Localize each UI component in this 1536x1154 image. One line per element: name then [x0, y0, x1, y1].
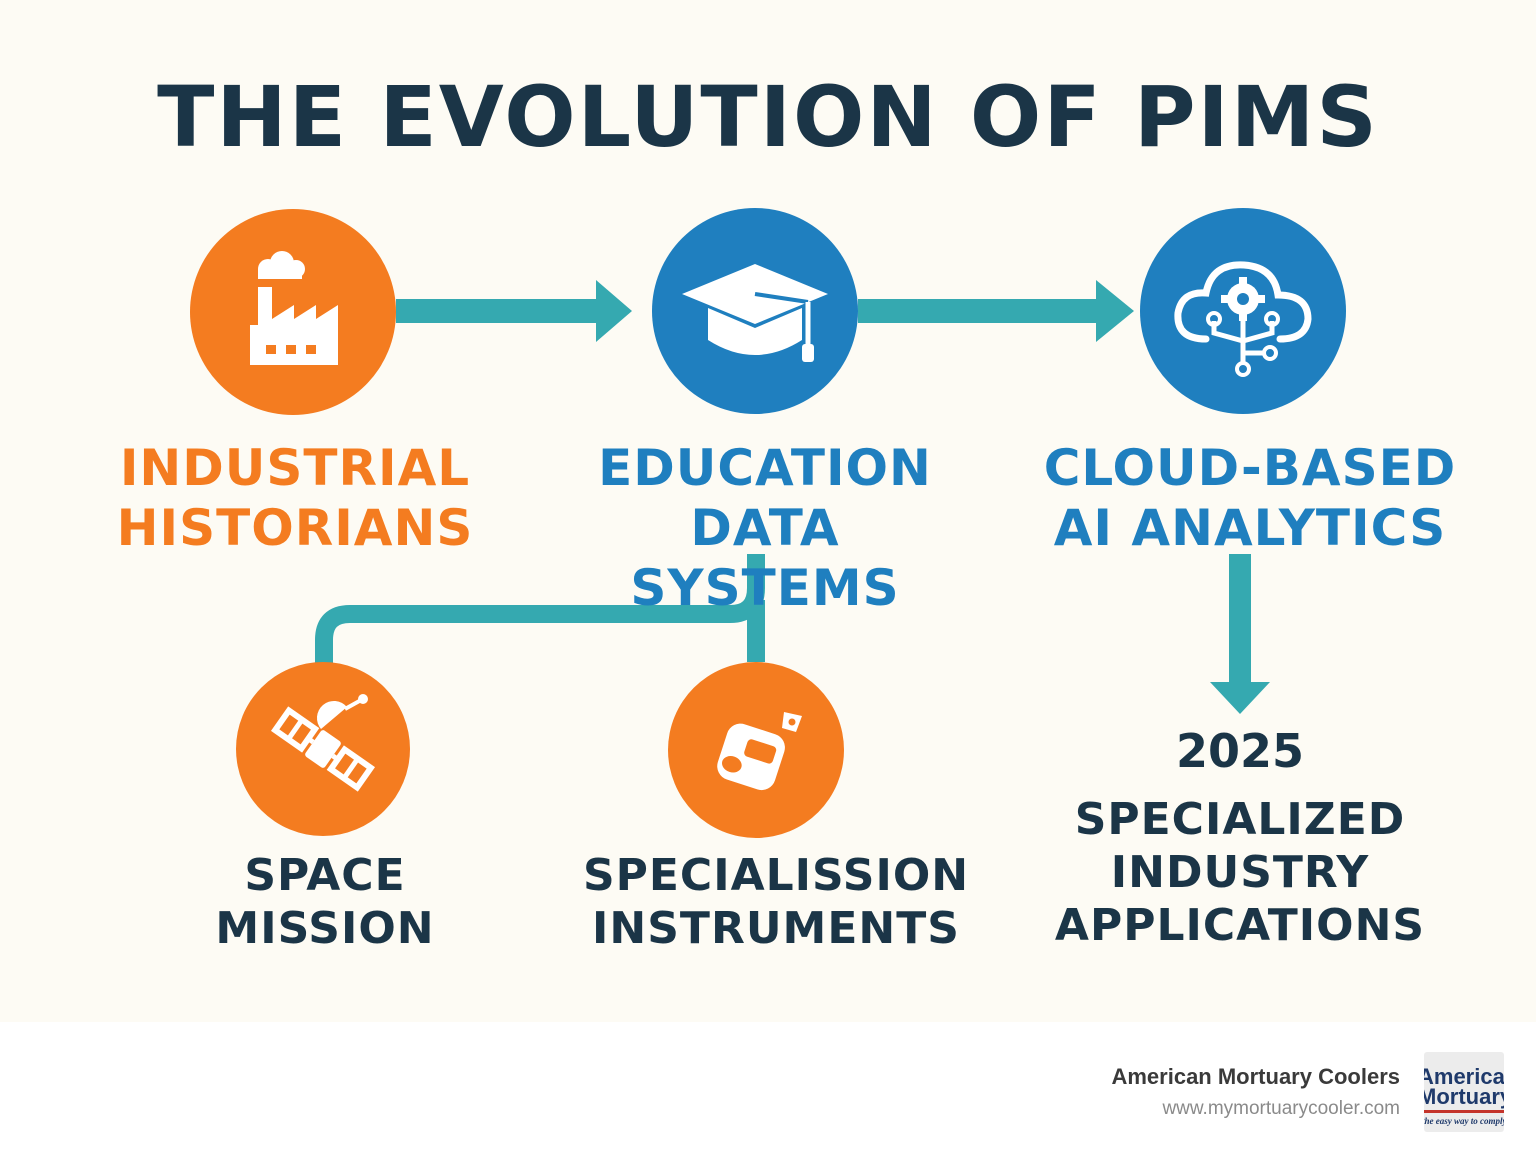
branch-instruments-label: SPECIALISSION INSTRUMENTS	[582, 850, 970, 954]
branch-line-space	[315, 554, 765, 664]
branch-instruments-node	[668, 662, 844, 838]
stage-education-node	[652, 208, 858, 414]
branch-space-label: SPACE MISSION	[215, 850, 435, 954]
arrowhead-1	[596, 280, 632, 342]
factory-icon	[250, 251, 338, 365]
branch-space-node	[236, 662, 410, 836]
page-title: THE EVOLUTION OF PIMS	[157, 68, 1379, 166]
arrowhead-2	[1096, 280, 1134, 342]
graduation-cap-icon	[682, 264, 828, 362]
future-year: 2025	[1175, 724, 1305, 778]
stage-cloud-node	[1140, 208, 1346, 414]
logo-divider	[1424, 1110, 1504, 1113]
stage-industrial-label: INDUSTRIAL HISTORIANS	[116, 439, 474, 557]
footer-company-name: American Mortuary Coolers	[1111, 1064, 1400, 1089]
future-label: SPECIALIZED INDUSTRY APPLICATIONS	[1054, 794, 1426, 951]
connector-lines	[315, 280, 1270, 714]
infographic-canvas: THE EVOLUTION OF PIMS INDUSTRIAL HISTORI…	[0, 0, 1536, 1022]
satellite-icon	[270, 694, 376, 792]
stage-industrial-node	[190, 209, 396, 415]
instrument-icon	[717, 712, 802, 791]
company-logo: American Mortuary the easy way to comply	[1424, 1052, 1504, 1132]
arrowhead-3	[1210, 682, 1270, 714]
stage-education-label: EDUCATION DATA SYSTEMS	[598, 439, 932, 617]
stage-cloud-label: CLOUD-BASED AI ANALYTICS	[1043, 439, 1457, 557]
footer-url[interactable]: www.mymortuarycooler.com	[1162, 1098, 1400, 1119]
cloud-ai-icon	[1174, 261, 1312, 377]
